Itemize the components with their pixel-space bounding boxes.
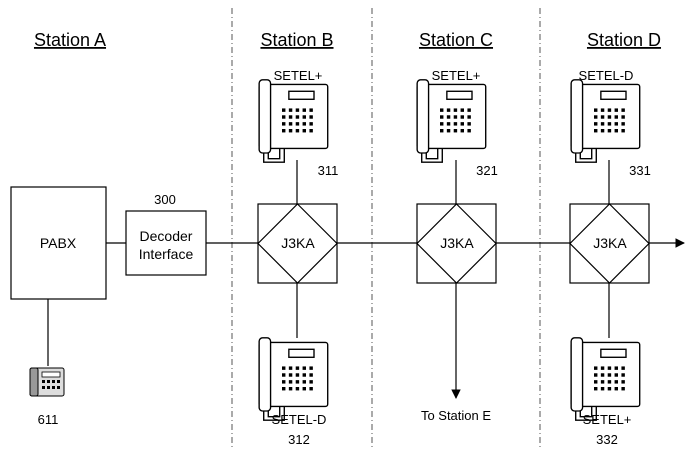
decoder-box: [125, 210, 207, 276]
station-c-title: Station C: [419, 30, 493, 50]
phone-d-top-type: SETEL-D: [579, 68, 634, 83]
phone-d-bottom-icon: [570, 337, 641, 421]
station-b-title: Station B: [260, 30, 333, 50]
destination-label: To Station E: [421, 408, 491, 423]
phone-b-bottom-type: SETEL-D: [272, 412, 327, 427]
phone-c-top-icon: [416, 79, 487, 163]
pabx-label: PABX: [40, 235, 77, 251]
phone-b-bottom-icon: [258, 337, 329, 421]
decoder-number: 300: [154, 192, 176, 207]
decoder-label-line2: Interface: [139, 246, 194, 262]
j3ka-c-label: J3KA: [440, 235, 474, 251]
phone-b-top-icon: [258, 79, 329, 163]
pabx-box: [10, 186, 107, 300]
phone-b-top-number: 311: [318, 163, 339, 178]
pabx-phone-icon: [29, 367, 65, 397]
phone-b-top-type: SETEL+: [274, 68, 323, 83]
phone-c-top-type: SETEL+: [432, 68, 481, 83]
phone-b-bottom-number: 312: [288, 432, 310, 447]
station-a-title: Station A: [34, 30, 106, 50]
phone-d-top-number: 331: [629, 163, 651, 178]
phone-d-bottom-type: SETEL+: [583, 412, 632, 427]
phone-c-top-number: 321: [476, 163, 498, 178]
decoder-label-line1: Decoder: [140, 228, 193, 244]
j3ka-d-label: J3KA: [593, 235, 627, 251]
station-d-title: Station D: [587, 30, 661, 50]
pabx-phone-number: 611: [38, 412, 59, 427]
j3ka-b-label: J3KA: [281, 235, 315, 251]
phone-d-bottom-number: 332: [596, 432, 618, 447]
phone-d-top-icon: [570, 79, 641, 163]
